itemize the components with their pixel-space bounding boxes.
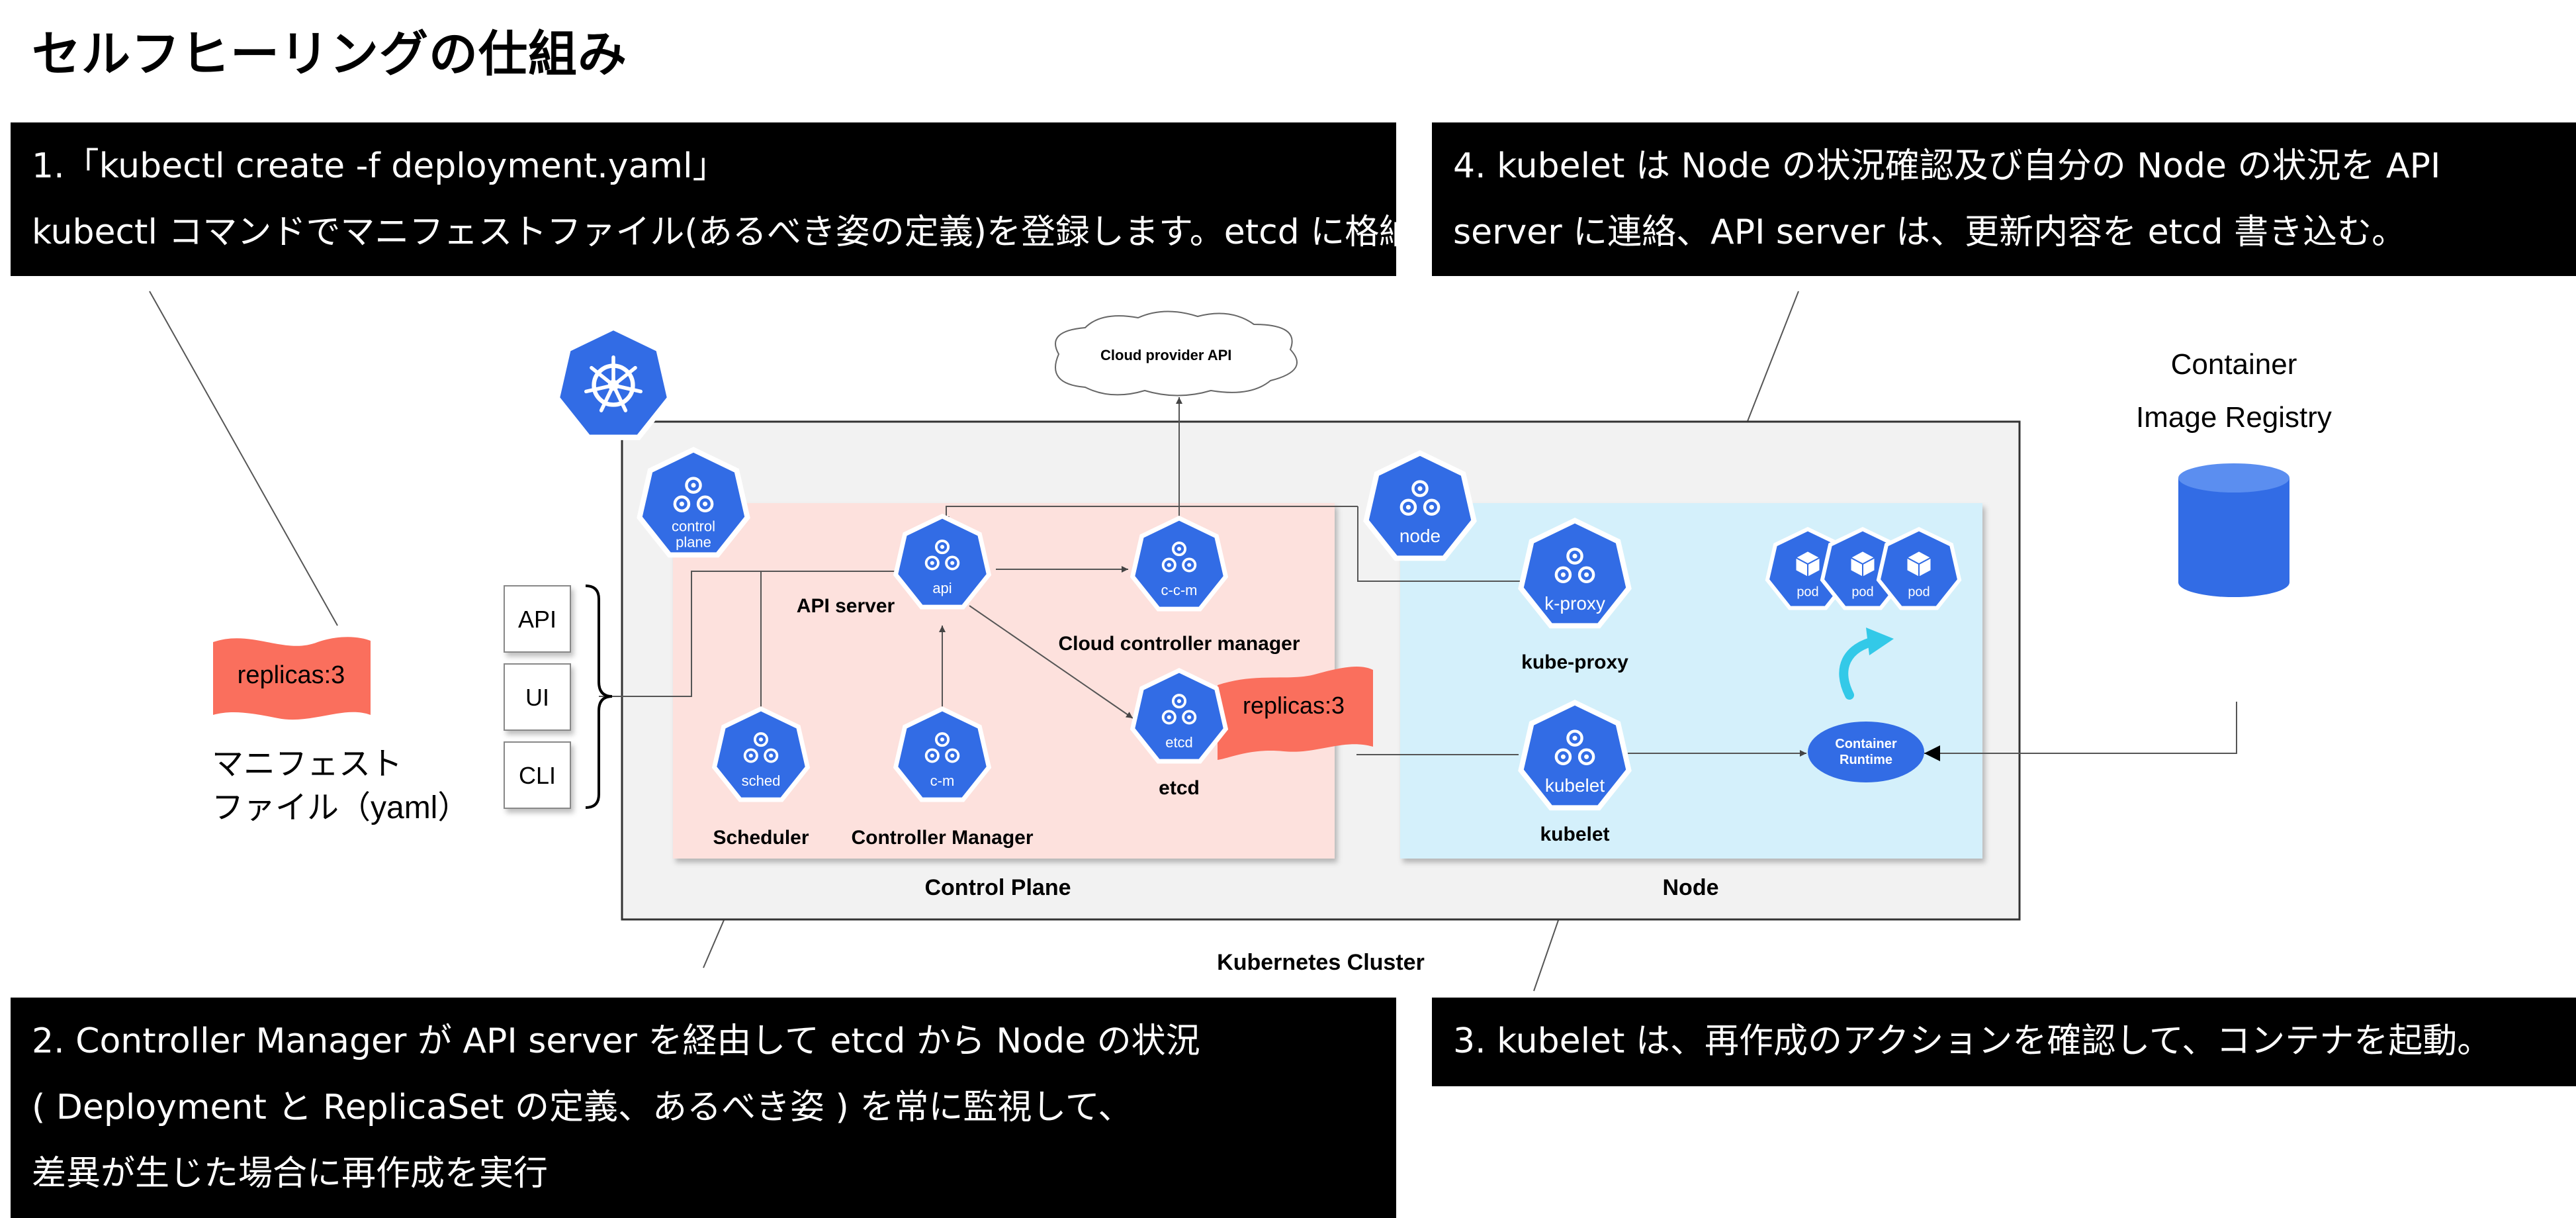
ccm-icon-text: c-c-m (1161, 582, 1198, 598)
client-api-box: API (504, 585, 571, 653)
controller-manager-icon-text: c-m (930, 773, 955, 789)
cloud-provider-shape (1055, 310, 1298, 397)
restart-arrow-head-icon (1866, 628, 1894, 655)
leader-step1 (149, 291, 338, 626)
manifest-flag (213, 637, 371, 720)
node-to-kproxy-line (1357, 506, 1522, 582)
restart-arrow-icon (1839, 636, 1881, 700)
manifest-flag-text: replicas:3 (238, 661, 345, 689)
scheduler-label: Scheduler (713, 827, 809, 849)
api-server-icon: api (893, 514, 992, 610)
node-icon: node (1363, 450, 1477, 561)
control-plane-icon-text-2: plane (676, 534, 711, 550)
kubelet-icon: kubelet (1518, 700, 1632, 811)
pod-icon-3-text: pod (1908, 585, 1930, 599)
runtime-label-line1: Container (1835, 737, 1897, 751)
page-title: セルフヒーリングの仕組み (32, 26, 627, 83)
callout-step4-line1: 4. kubelet は Node の状況確認及び自分の Node の状況を A… (1453, 146, 2441, 186)
etcd-icon: etcd (1130, 668, 1229, 764)
runtime-label-line2: Runtime (1840, 753, 1892, 767)
cluster-label: Kubernetes Cluster (1217, 950, 1425, 975)
control-plane-label: Control Plane (924, 875, 1071, 900)
k8s-logo-icon (554, 324, 673, 440)
ccm-icon: c-c-m (1130, 516, 1229, 612)
client-cli-box: CLI (504, 741, 571, 809)
client-brace (585, 585, 613, 809)
pod-icon-3: pod (1876, 527, 1962, 610)
kubelet-label: kubelet (1540, 823, 1609, 845)
callout-step1-line1: 1.「kubectl create -f deployment.yaml」 (32, 146, 727, 186)
registry-label-line1: Container (2171, 348, 2297, 381)
node-label: Node (1663, 875, 1719, 900)
callout-step1-line2: kubectl コマンドでマニフェストファイル(あるべき姿の定義)を登録します。… (32, 212, 1583, 252)
callout-step2-line3: 差異が生じた場合に再作成を実行 (32, 1154, 549, 1194)
cloud-provider-label: Cloud provider API (1100, 347, 1231, 363)
etcd-flag (1218, 667, 1373, 760)
client-ui-label: UI (525, 684, 549, 711)
client-to-api-line (599, 568, 913, 697)
client-ui-box: UI (504, 663, 571, 731)
ccm-label: Cloud controller manager (1058, 633, 1300, 655)
kube-proxy-label: kube-proxy (1521, 651, 1628, 673)
callout-step2: 2. Controller Manager が API server を経由して… (11, 998, 1396, 1218)
manifest-caption-line2: ファイル（yaml） (212, 790, 469, 825)
etcd-label: etcd (1159, 777, 1200, 799)
node-icon-text: node (1399, 526, 1441, 546)
scheduler-icon: sched (711, 706, 811, 802)
registry-db-icon (2178, 463, 2289, 597)
client-api-label: API (518, 606, 556, 633)
kube-proxy-icon-text: k-proxy (1544, 593, 1605, 614)
scheduler-icon-text: sched (742, 773, 781, 789)
registry-to-runtime-line (1924, 702, 2237, 761)
container-runtime-shape (1808, 722, 1924, 782)
callout-step4: 4. kubelet は Node の状況確認及び自分の Node の状況を A… (1432, 122, 2576, 276)
callout-step4-line2: server に連絡、API server は、更新内容を etcd 書き込む。 (1453, 212, 2407, 252)
callout-step3: 3. kubelet は、再作成のアクションを確認して、コンテナを起動。 (1432, 998, 2576, 1086)
kube-proxy-icon: k-proxy (1518, 518, 1632, 629)
kubelet-icon-text: kubelet (1545, 775, 1605, 796)
api-to-etcd-line (969, 605, 1133, 719)
pod-icon-1-text: pod (1797, 585, 1818, 599)
etcd-icon-text: etcd (1165, 734, 1193, 751)
registry-label-line2: Image Registry (2136, 401, 2332, 434)
etcd-flag-text: replicas:3 (1243, 692, 1345, 719)
pod-icon-2-text: pod (1851, 585, 1873, 599)
callout-step2-line2: ( Deployment と ReplicaSet の定義、あるべき姿 ) を常… (32, 1088, 1133, 1127)
api-server-icon-text: api (932, 580, 952, 596)
api-server-label: API server (797, 595, 895, 617)
client-cli-label: CLI (519, 762, 556, 789)
manifest-caption-line1: マニフェスト (212, 747, 402, 782)
control-plane-icon-text: control (672, 518, 715, 535)
controller-manager-label: Controller Manager (851, 827, 1033, 849)
callout-step3-line1: 3. kubelet は、再作成のアクションを確認して、コンテナを起動。 (1453, 1021, 2492, 1061)
controller-manager-icon: c-m (893, 706, 992, 802)
callout-step1: 1.「kubectl create -f deployment.yaml」 ku… (11, 122, 1583, 276)
callout-step2-line1: 2. Controller Manager が API server を経由して… (32, 1021, 1200, 1061)
